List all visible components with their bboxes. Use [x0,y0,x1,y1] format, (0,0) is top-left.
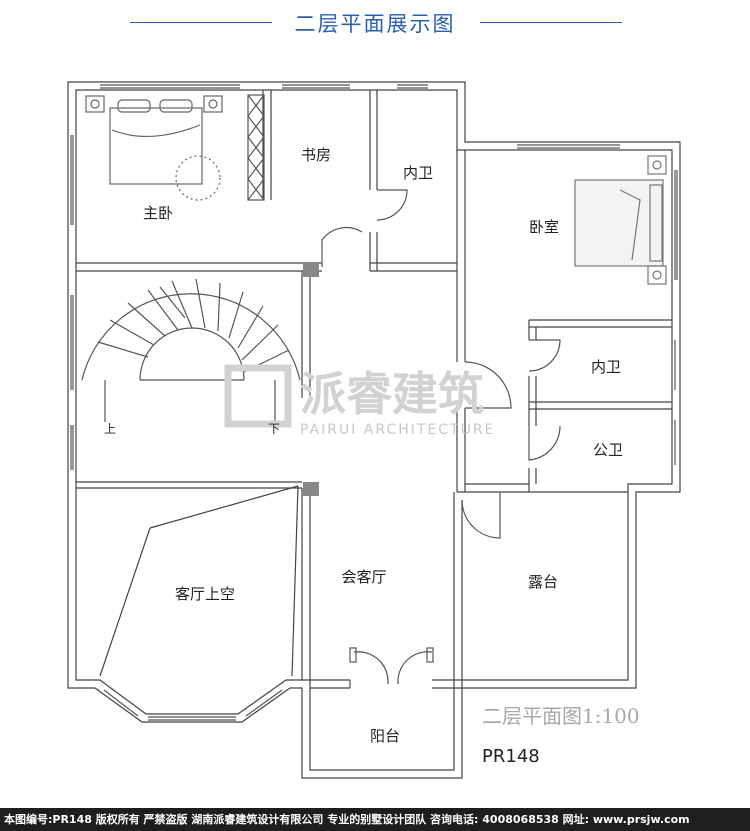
page-title: 二层平面展示图 [294,12,456,36]
columns [303,263,319,496]
outer-walls [67,81,681,779]
title-rule-right [480,22,622,23]
room-labels: 主卧 书房 内卫 卧室 内卫 公卫 客厅上空 会客厅 露台 阳台 上 下 [104,146,623,745]
master-bed [85,95,223,201]
label-living-void: 客厅上空 [175,585,235,603]
scale-label: 二层平面图1:100 [482,704,640,728]
stair-down-label: 下 [268,422,280,436]
label-public-bath: 公卫 [593,441,623,459]
watermark-cn: 派睿建筑 [300,367,484,421]
label-terrace: 露台 [528,573,558,591]
interior-walls [76,90,672,689]
living-void-outline [99,485,299,677]
title-rule-left [130,22,272,23]
watermark: 派睿建筑 PAIRUI ARCHITECTURE [224,364,495,438]
watermark-en: PAIRUI ARCHITECTURE [300,422,495,438]
plan-code: PR148 [482,746,540,767]
label-balcony: 阳台 [370,727,400,745]
bedroom-bed [574,155,667,285]
windows [70,84,678,721]
floor-plan: 派睿建筑 PAIRUI ARCHITECTURE 主卧 书房 内卫 卧室 内卫 … [67,81,681,779]
footer-bar: 本图编号:PR148 版权所有 严禁盗版 湖南派睿建筑设计有限公司 专业的别墅设… [0,808,750,831]
label-bath-1: 内卫 [403,164,433,182]
stair-up-label: 上 [104,422,116,436]
spiral-stair [81,278,301,422]
label-bedroom: 卧室 [529,218,559,236]
label-lounge: 会客厅 [341,568,386,586]
wardrobe [247,94,265,201]
doors [321,189,561,685]
label-study: 书房 [301,146,331,164]
label-bath-2: 内卫 [591,358,621,376]
label-master-bedroom: 主卧 [143,204,173,222]
